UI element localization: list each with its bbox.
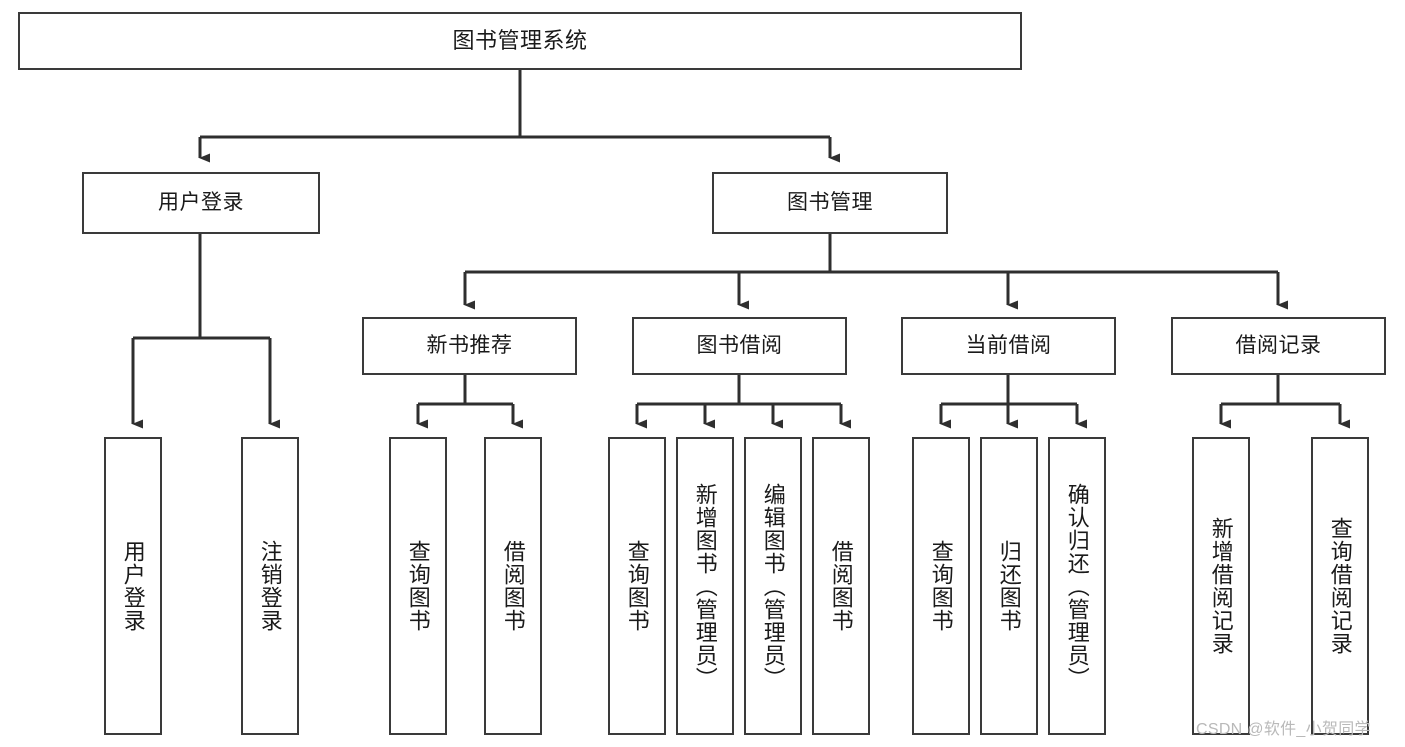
leaf-confirm-return-label: 确认归还（管理员） xyxy=(1064,482,1090,690)
node-user-login-label: 用户登录 xyxy=(158,190,244,214)
leaf-borrow-book-2-label: 借阅图书 xyxy=(828,540,854,632)
leaf-add-record-label: 新增借阅记录 xyxy=(1208,517,1234,655)
leaf-borrow-book-1-label: 借阅图书 xyxy=(500,540,526,632)
node-root-label: 图书管理系统 xyxy=(452,28,588,54)
leaf-logout[interactable]: 注销登录 xyxy=(241,437,299,735)
node-new-book-recommend-label: 新书推荐 xyxy=(426,333,513,357)
node-root-system[interactable]: 图书管理系统 xyxy=(18,12,1022,70)
leaf-query-book-3[interactable]: 查询图书 xyxy=(912,437,970,735)
leaf-edit-book-label: 编辑图书（管理员） xyxy=(760,482,786,690)
leaf-add-book[interactable]: 新增图书（管理员） xyxy=(676,437,734,735)
leaf-query-record-label: 查询借阅记录 xyxy=(1327,517,1353,655)
node-borrow-record-label: 借阅记录 xyxy=(1235,333,1322,357)
leaf-query-book-3-label: 查询图书 xyxy=(928,540,954,632)
leaf-borrow-book-1[interactable]: 借阅图书 xyxy=(484,437,542,735)
leaf-confirm-return[interactable]: 确认归还（管理员） xyxy=(1048,437,1106,735)
node-book-management[interactable]: 图书管理 xyxy=(712,172,948,234)
leaf-query-book-1[interactable]: 查询图书 xyxy=(389,437,447,735)
leaf-logout-label: 注销登录 xyxy=(257,540,283,632)
node-book-management-label: 图书管理 xyxy=(787,190,873,214)
node-current-borrow-label: 当前借阅 xyxy=(965,333,1052,357)
node-borrow-record[interactable]: 借阅记录 xyxy=(1171,317,1386,375)
node-new-book-recommend[interactable]: 新书推荐 xyxy=(362,317,577,375)
leaf-edit-book[interactable]: 编辑图书（管理员） xyxy=(744,437,802,735)
node-current-borrow[interactable]: 当前借阅 xyxy=(901,317,1116,375)
leaf-user-login[interactable]: 用户登录 xyxy=(104,437,162,735)
leaf-borrow-book-2[interactable]: 借阅图书 xyxy=(812,437,870,735)
node-book-borrow-label: 图书借阅 xyxy=(696,333,783,357)
leaf-return-book[interactable]: 归还图书 xyxy=(980,437,1038,735)
leaf-query-book-1-label: 查询图书 xyxy=(405,540,431,632)
node-user-login[interactable]: 用户登录 xyxy=(82,172,320,234)
leaf-return-book-label: 归还图书 xyxy=(996,540,1022,632)
leaf-user-login-label: 用户登录 xyxy=(120,540,146,632)
watermark-text: CSDN @软件_小贺同学 xyxy=(1196,721,1371,738)
node-book-borrow[interactable]: 图书借阅 xyxy=(632,317,847,375)
leaf-add-book-label: 新增图书（管理员） xyxy=(692,482,718,690)
leaf-query-book-2[interactable]: 查询图书 xyxy=(608,437,666,735)
leaf-query-record[interactable]: 查询借阅记录 xyxy=(1311,437,1369,735)
leaf-add-record[interactable]: 新增借阅记录 xyxy=(1192,437,1250,735)
leaf-query-book-2-label: 查询图书 xyxy=(624,540,650,632)
